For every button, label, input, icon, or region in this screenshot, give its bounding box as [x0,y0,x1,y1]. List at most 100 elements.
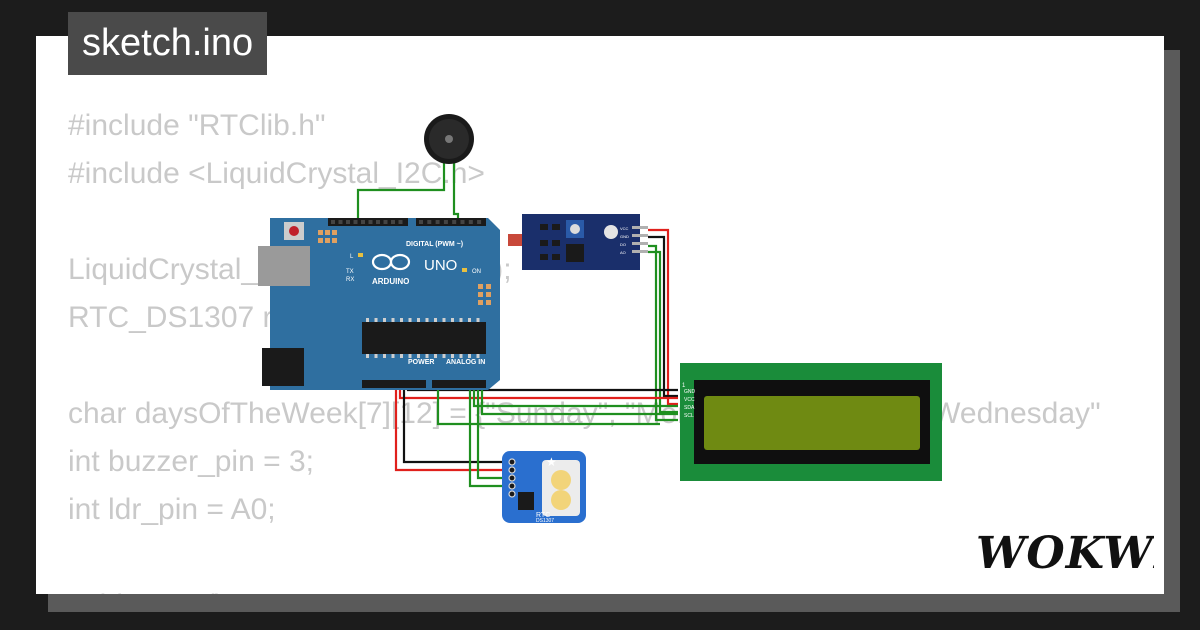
ldr-pin-label: VCC [620,226,629,231]
header-pin[interactable] [376,220,380,224]
header-pin[interactable] [353,220,358,224]
rtc-chip [518,492,534,510]
header-pin[interactable] [391,220,395,224]
analog-header [432,380,486,388]
code-line: void setup() [68,582,1101,594]
wire-lcd-sda [472,380,678,408]
header-pin[interactable] [419,220,423,224]
l-label: L [350,254,354,260]
header-pin[interactable] [346,220,350,224]
wokwi-logo-text: WOKWI [976,528,1154,579]
rtc-module[interactable]: ★ RTC DS1307 [502,451,586,524]
header-pin[interactable] [452,220,457,224]
code-line: #include "RTClib.h" [68,109,326,142]
arduino-uno-board[interactable]: UNO ARDUINO DIGITAL (PWM ~) POWER ANALOG… [258,218,500,390]
analog-label: ANALOG IN [446,359,485,366]
chip-leg [442,318,446,322]
wire-ldr-vcc [648,228,678,406]
power-label: POWER [408,359,434,366]
digital-header [328,218,408,226]
rtc-label: RTC [536,512,550,519]
chip-leg [425,354,429,358]
chip-leg [425,318,429,322]
chip-leg [400,318,403,322]
header-pin[interactable] [443,220,448,224]
lcd-pin-label: SDA [684,405,695,411]
wire-rtc-gnd [402,380,510,464]
header-pin[interactable] [361,220,365,224]
chip-leg [408,354,412,358]
header-pin[interactable] [435,220,440,224]
lcd-pin-label: SCL [684,413,694,419]
ldr-pin[interactable] [632,250,648,253]
lcd-pin-label: VCC [684,397,695,403]
wire-rtc-scl [468,380,510,488]
header-pin[interactable] [468,220,473,224]
ldr-module[interactable]: VCC GND DO AO [508,214,648,270]
chip-leg [391,354,395,358]
atmega-chip [362,322,486,354]
header-pin[interactable] [368,220,373,224]
chip-leg [451,318,454,322]
tx-label: TX [346,269,354,275]
ldr-pin[interactable] [632,242,648,245]
digital-label: DIGITAL (PWM ~) [406,241,463,248]
chip-leg [408,318,412,322]
chip-leg [417,318,420,322]
header-pin[interactable] [383,220,388,224]
chip-leg [451,354,454,358]
lcd-screen [704,396,920,450]
header-pin[interactable] [477,220,482,224]
header-pin[interactable] [398,220,403,224]
chip-leg [459,318,463,322]
board-brand: ARDUINO [372,277,409,286]
chip-leg [383,354,386,358]
led-l [358,253,363,257]
ldr-pin-label: AO [620,250,626,255]
chip-leg [476,318,480,322]
ldr-pin-label: DO [620,242,626,247]
wire-buzzer-gnd [356,150,446,224]
comparator-led [604,225,618,239]
code-line: #include <LiquidCrystal_I2C.h> [68,157,485,190]
board-model: UNO [424,257,457,274]
adafruit-star-icon: ★ [546,455,557,469]
chip-leg [374,318,378,322]
wire-rtc-vcc [394,380,510,472]
header-pin[interactable] [331,220,335,224]
sketch-title-tab[interactable]: sketch.ino [68,12,268,75]
chip-leg [476,354,480,358]
chip-leg [434,354,437,358]
ldr-sensor [508,234,522,246]
chip-leg [374,354,378,358]
chip-leg [366,318,369,322]
chip-leg [417,354,420,358]
chip-leg [468,354,471,358]
wire-ldr-ao [648,250,678,414]
ldr-pin[interactable] [632,234,648,237]
arduino-logo [371,253,411,271]
ldr-pin[interactable] [632,226,648,229]
header-pin[interactable] [427,220,432,224]
chip-leg [442,354,446,358]
lcd-pin1-label: 1 [682,383,686,389]
wire-ldr-ao-2 [648,244,678,422]
chip-leg [434,318,437,322]
chip-leg [366,354,369,358]
rtc-chip-label: DS1307 [536,518,554,524]
usb-port [258,246,310,286]
buzzer[interactable] [424,114,474,164]
lcd-display[interactable]: 1 GND VCC SDA SCL [680,363,942,481]
header-pin[interactable] [460,220,465,224]
comparator-chip [566,244,584,262]
power-jack [262,348,304,386]
header-pin[interactable] [338,220,343,224]
ldr-pin-label: GND [620,234,629,239]
wire-ldr-gnd [648,235,678,398]
rx-label: RX [346,277,354,283]
lcd-pin-label: GND [684,389,696,395]
code-line: int buzzer_pin = 3; [68,445,314,478]
led-on [462,268,467,272]
wokwi-logo: WOKWI [976,528,1154,579]
